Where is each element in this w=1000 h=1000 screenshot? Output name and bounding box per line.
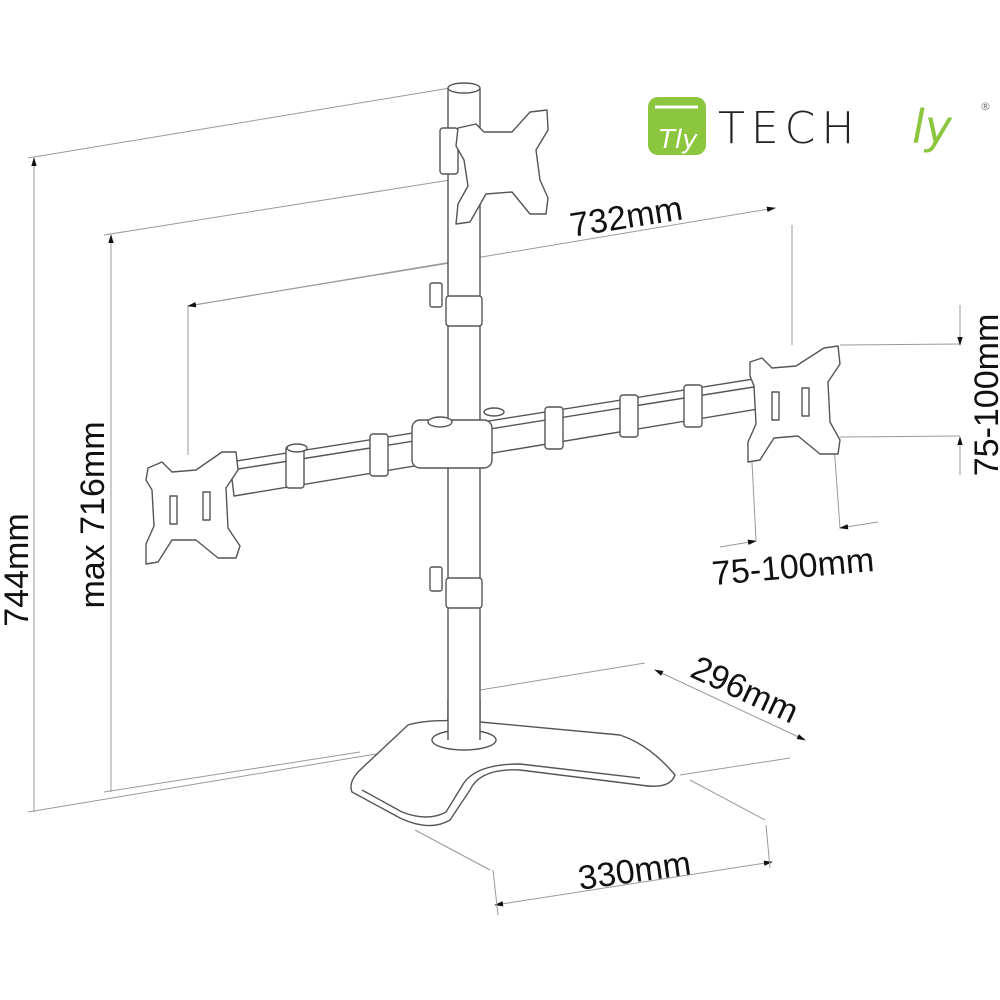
dimension-lines: [27, 87, 963, 916]
horizontal-arm: [229, 377, 765, 497]
top-vesa-plate: [455, 109, 549, 225]
logo-badge-text: Tly: [659, 125, 698, 155]
logo-registered-mark: ®: [980, 100, 991, 113]
right-vesa-plate: [747, 345, 841, 463]
logo-word-script: ly: [912, 100, 953, 154]
label-vesa-vertical: 75-100mm: [968, 314, 1000, 477]
label-arm-span: 732mm: [567, 190, 685, 245]
label-vesa-horizontal: 75-100mm: [710, 541, 875, 593]
stand-base: [350, 700, 676, 827]
label-total-height: 744mm: [0, 513, 36, 626]
label-base-width: 330mm: [576, 844, 694, 897]
label-base-depth: 296mm: [685, 649, 804, 731]
label-max-pole-height: max 716mm: [74, 421, 112, 608]
monitor-stand: [145, 82, 841, 827]
left-vesa-plate: [145, 451, 241, 565]
techly-logo: Tly TECH ly ®: [648, 97, 991, 155]
logo-word-main: TECH: [718, 103, 861, 154]
logo-badge: [648, 97, 706, 155]
